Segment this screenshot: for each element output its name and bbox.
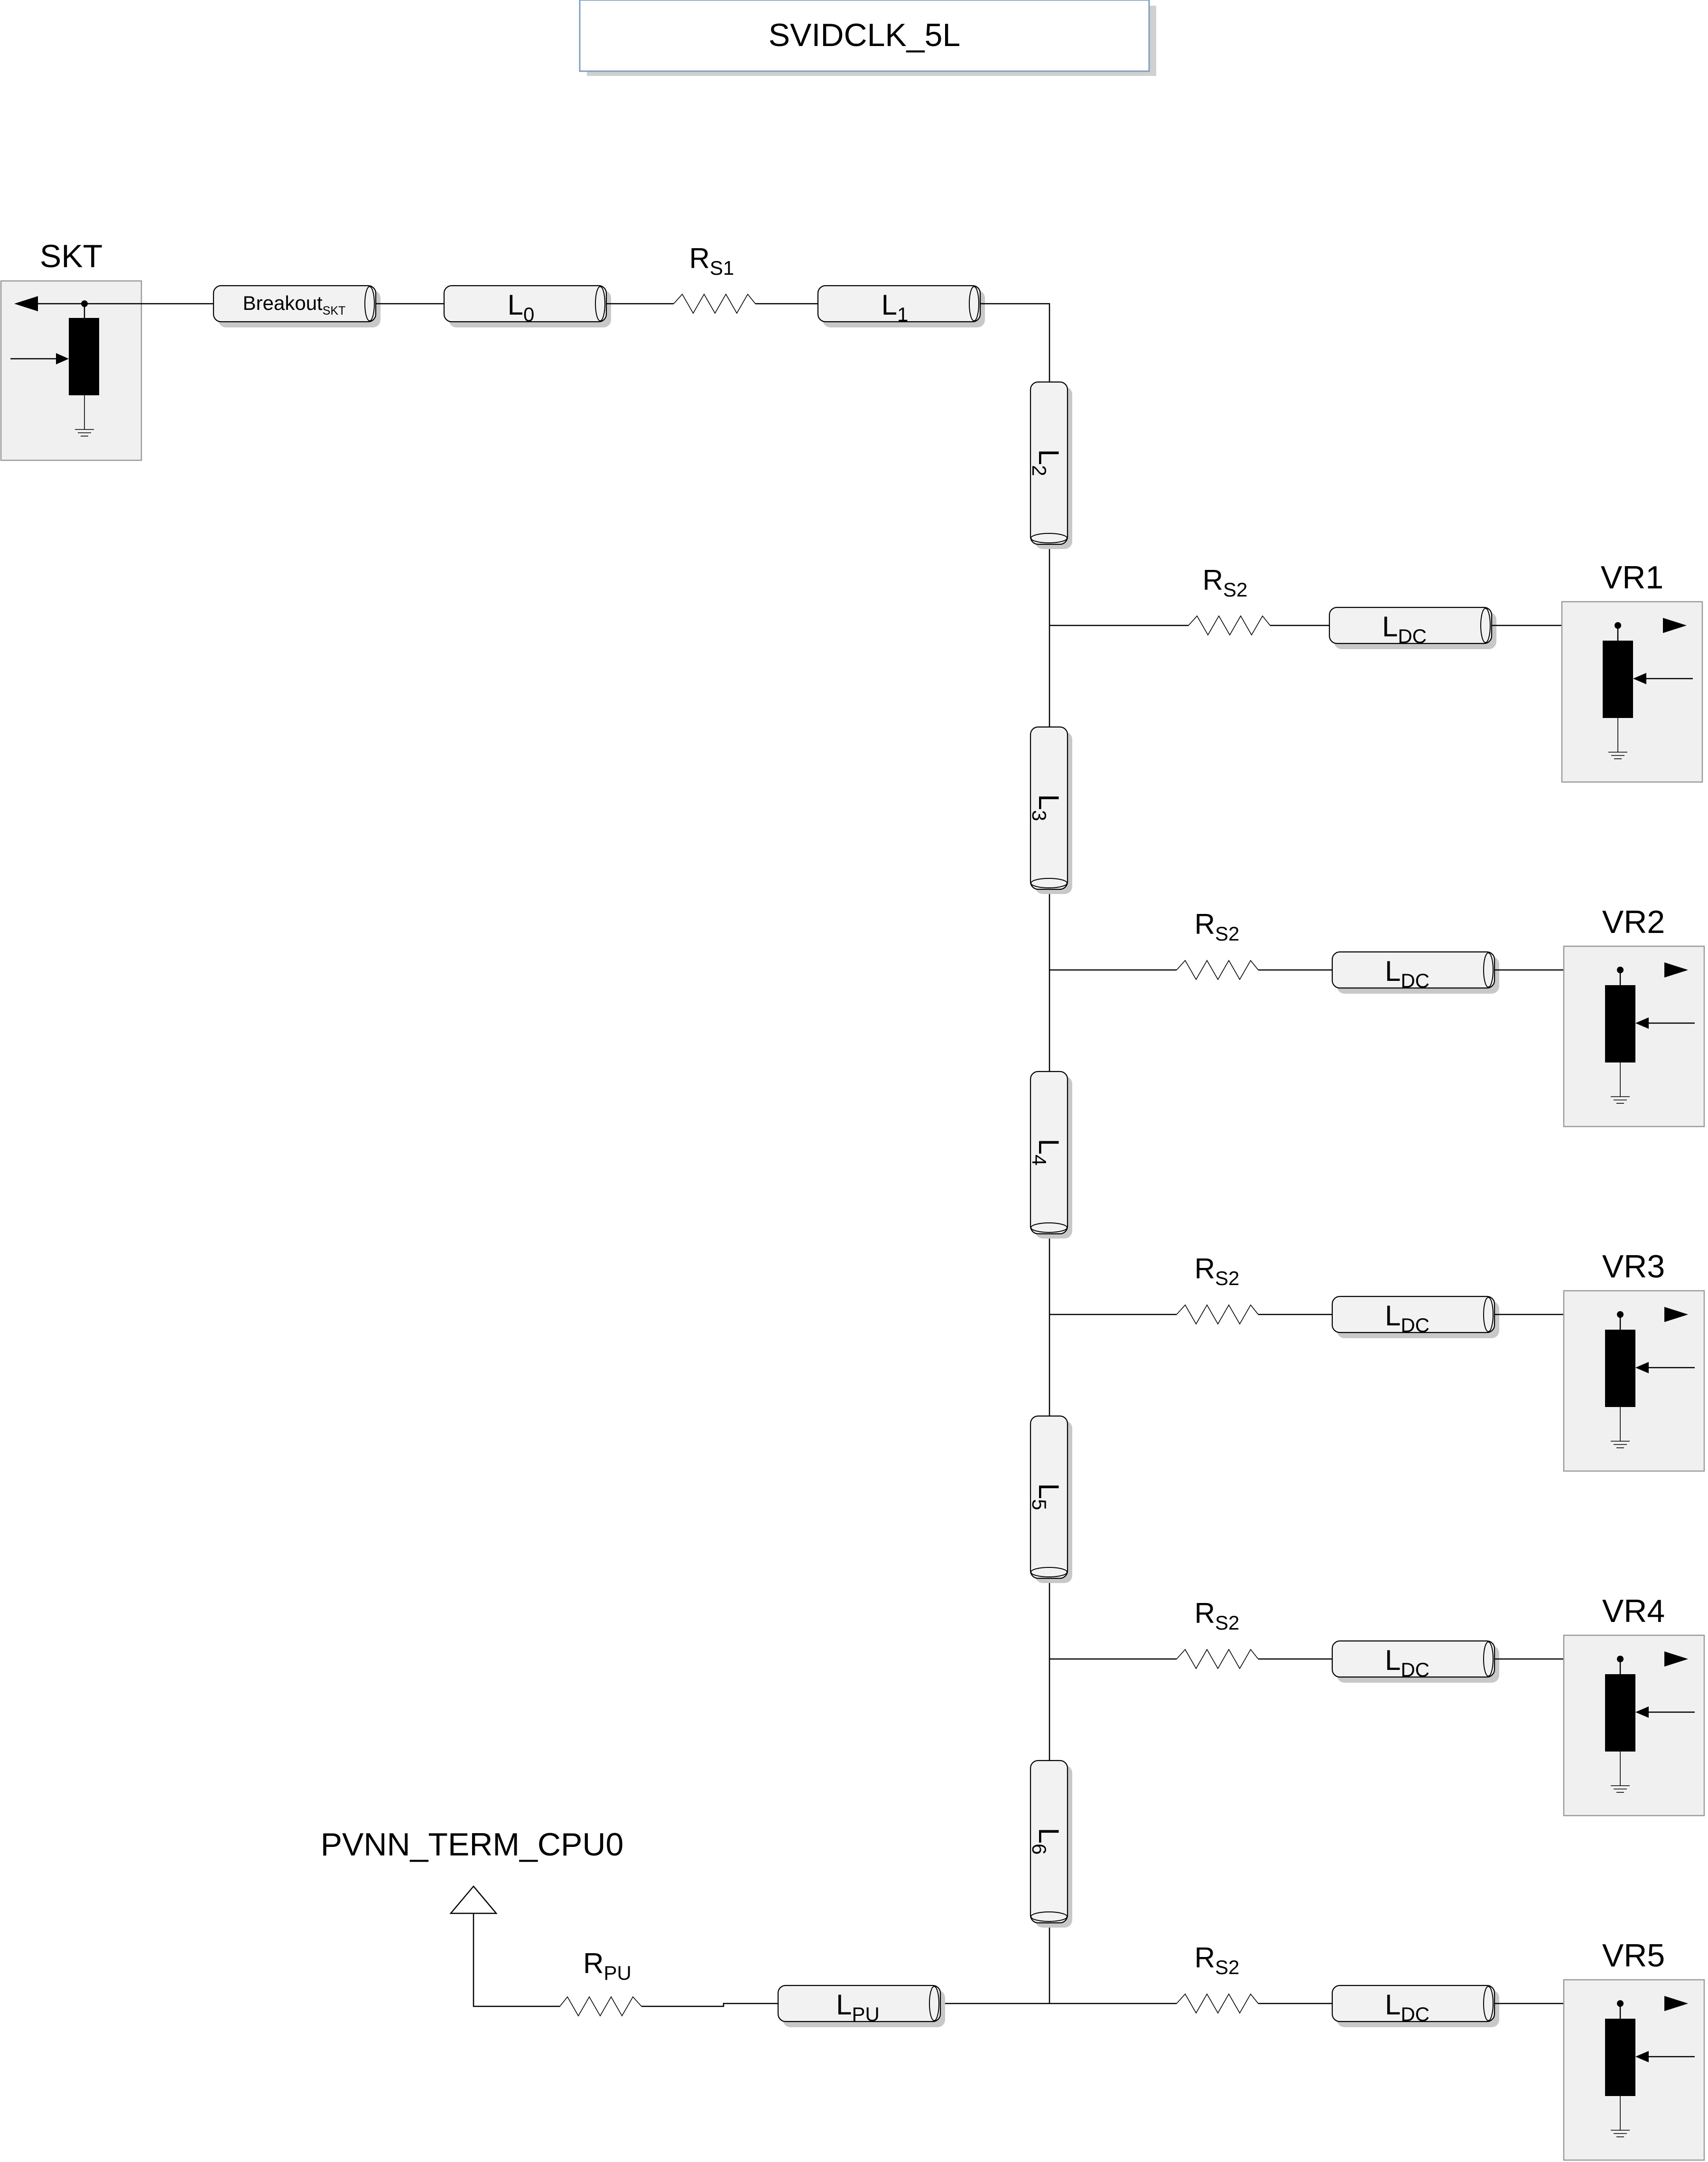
l1-sub: 1	[897, 303, 908, 326]
breakout-tline: BreakoutSKT	[213, 285, 381, 327]
l4-label: L	[1033, 1139, 1065, 1155]
vr4-label: VR4	[1602, 1593, 1665, 1629]
rpu-label: R	[583, 1948, 603, 1979]
vr3-label: VR3	[1602, 1249, 1665, 1285]
svg-text:LDC: LDC	[1382, 611, 1427, 647]
ldc-label-1: L	[1382, 611, 1398, 643]
vr5-receiver: VR5	[1563, 1938, 1705, 2161]
pullup-branch: LPU RPU PVNN_TERM_CPU0	[321, 1827, 1049, 2027]
svg-text:RS2: RS2	[1195, 1597, 1240, 1634]
rs2-label-5: R	[1195, 1942, 1215, 1974]
rs1-label: R	[689, 242, 710, 274]
pvnn-label: PVNN_TERM_CPU0	[321, 1827, 624, 1863]
svg-text:LDC: LDC	[1385, 1989, 1430, 2025]
diagram-title: SVIDCLK_5L	[769, 17, 960, 53]
svg-text:L2: L2	[1028, 449, 1065, 476]
rs2-label-4: R	[1195, 1597, 1215, 1629]
vr2-label: VR2	[1602, 904, 1665, 940]
rs2-sub-2: S2	[1215, 923, 1239, 945]
rs2-sub-3: S2	[1215, 1267, 1239, 1289]
svg-text:LDC: LDC	[1385, 955, 1430, 992]
breakout-sub: SKT	[323, 304, 346, 317]
ldc-label-5: L	[1385, 1989, 1401, 2021]
l6-label: L	[1033, 1828, 1065, 1844]
ldc-label-3: L	[1385, 1300, 1401, 1332]
svg-text:L3: L3	[1028, 794, 1065, 821]
svg-text:L5: L5	[1028, 1483, 1065, 1510]
ldc-sub-4: DC	[1401, 1659, 1430, 1681]
title-box: SVIDCLK_5L	[579, 0, 1156, 76]
rs1-resistor: RS1	[673, 242, 756, 314]
l6-tline: L6	[1028, 1760, 1072, 1928]
ldc-sub-1: DC	[1398, 625, 1427, 647]
branch-vr3: RS2 LDC VR3	[1049, 1249, 1705, 1472]
svg-text:RS2: RS2	[1195, 908, 1240, 945]
l3-label: L	[1033, 794, 1065, 810]
rs2-sub-1: S2	[1223, 578, 1247, 601]
vr1-label: VR1	[1601, 559, 1663, 596]
svg-text:RS1: RS1	[689, 242, 734, 279]
l2-label: L	[1033, 449, 1065, 465]
pvnn-supply-symbol	[449, 1885, 498, 1914]
lpu-sub: PU	[852, 2003, 880, 2025]
svg-text:L4: L4	[1028, 1139, 1065, 1166]
l4-sub: 4	[1028, 1155, 1050, 1165]
l5-sub: 5	[1028, 1499, 1050, 1510]
rpu-sub: PU	[603, 1962, 631, 1984]
rs2-sub-4: S2	[1215, 1612, 1239, 1634]
l2-sub: 2	[1028, 465, 1050, 476]
svg-text:LPU: LPU	[836, 1989, 880, 2025]
svg-text:LDC: LDC	[1385, 1644, 1430, 1681]
svg-text:BreakoutSKT: BreakoutSKT	[243, 292, 346, 317]
l3-sub: 3	[1028, 810, 1050, 821]
vr2-receiver: VR2	[1563, 904, 1705, 1128]
ldc-sub-2: DC	[1401, 969, 1430, 992]
l3-tline: L3	[1028, 726, 1072, 894]
l0-label: L	[508, 289, 523, 321]
vr3-receiver: VR3	[1563, 1249, 1705, 1472]
svg-text:L0: L0	[508, 289, 535, 326]
svg-text:RS2: RS2	[1195, 1253, 1240, 1289]
l0-tline: L0	[443, 285, 611, 327]
svg-text:RS2: RS2	[1195, 1942, 1240, 1978]
svg-text:L1: L1	[882, 289, 909, 326]
svg-text:RS2: RS2	[1203, 564, 1248, 601]
ldc-label-2: L	[1385, 955, 1401, 987]
ldc-label-4: L	[1385, 1644, 1401, 1676]
branch-vr5: RS2 LDC VR5	[1049, 1938, 1705, 2161]
l6-sub: 6	[1028, 1844, 1050, 1854]
rs2-label-3: R	[1195, 1253, 1215, 1285]
l4-tline: L4	[1028, 1071, 1072, 1239]
rs2-label-2: R	[1195, 908, 1215, 940]
rs1-sub: S1	[710, 257, 734, 279]
branch-vr2: RS2 LDC VR2	[1049, 904, 1705, 1128]
lpu-label: L	[836, 1989, 852, 2021]
svg-text:RPU: RPU	[583, 1948, 631, 1984]
svg-text:LDC: LDC	[1385, 1300, 1430, 1336]
skt-driver: SKT	[0, 238, 214, 461]
branch-vr4: RS2 LDC VR4	[1049, 1593, 1705, 1817]
l5-tline: L5	[1028, 1415, 1072, 1583]
vr5-label: VR5	[1602, 1938, 1665, 1974]
rs2-label-1: R	[1203, 564, 1223, 596]
skt-label: SKT	[40, 238, 102, 274]
ldc-sub-5: DC	[1401, 2003, 1430, 2025]
breakout-label: Breakout	[243, 292, 323, 314]
l1-label: L	[882, 289, 897, 321]
vr1-receiver: VR1	[1561, 559, 1703, 783]
rs2-sub-5: S2	[1215, 1956, 1239, 1978]
l0-sub: 0	[523, 303, 534, 326]
l1-tline: L1	[817, 285, 985, 327]
vr4-receiver: VR4	[1563, 1593, 1705, 1817]
l2-tline: L2	[1028, 381, 1072, 549]
branch-vr1: RS2 LDC VR1	[1049, 559, 1703, 783]
ldc-sub-3: DC	[1401, 1314, 1430, 1336]
l5-label: L	[1033, 1483, 1065, 1499]
svg-text:L6: L6	[1028, 1828, 1065, 1855]
